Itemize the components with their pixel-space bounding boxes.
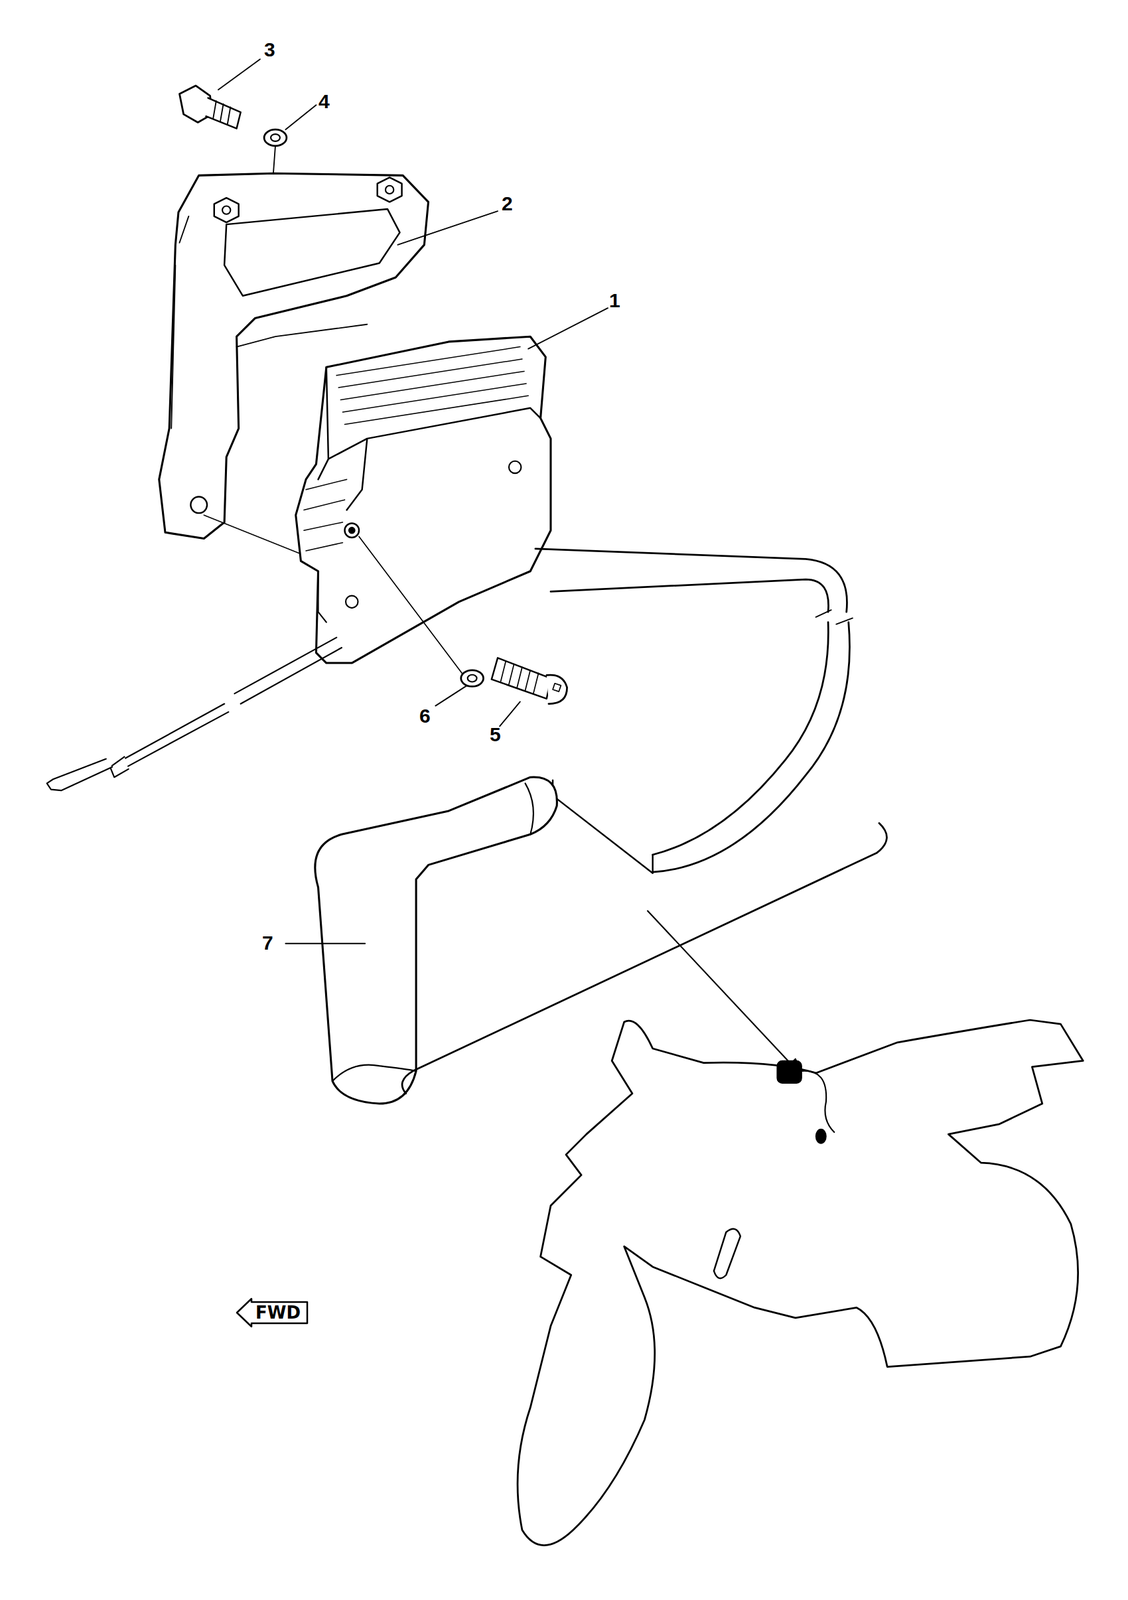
direction-arrow: FWD	[235, 1297, 309, 1328]
washer	[461, 670, 484, 687]
ignition-coil	[295, 336, 551, 663]
bolt	[491, 657, 568, 704]
direction-label: FWD	[255, 1303, 301, 1322]
plug-cap	[315, 776, 558, 1104]
high-tension-lead	[535, 548, 853, 874]
arrow-shape	[236, 1298, 308, 1327]
bolt	[179, 85, 241, 129]
callout-number: 3	[264, 39, 276, 60]
callout-number: 5	[489, 724, 501, 745]
washer	[264, 129, 287, 146]
callout-number: 2	[501, 193, 513, 214]
callout-number: 7	[262, 932, 274, 953]
callout-number: 6	[419, 705, 431, 726]
lead-wire	[47, 637, 342, 791]
leader-lines	[218, 59, 608, 944]
callout-number: 1	[609, 290, 621, 311]
callout-number: 4	[318, 91, 330, 112]
motorcycle-silhouette	[517, 1019, 1083, 1546]
